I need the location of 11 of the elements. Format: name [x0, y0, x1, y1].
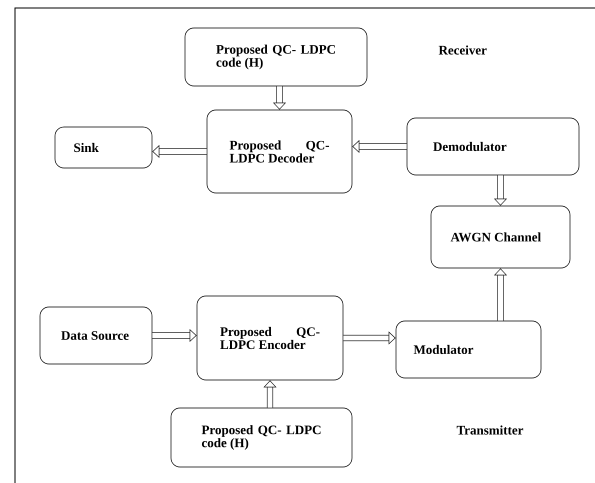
process-box: Proposed QC-LDPC Encoder — [196, 296, 344, 380]
process-box: Proposed QC-LDPC Decoder — [206, 110, 352, 194]
process-box: AWGN Channel — [430, 206, 570, 268]
section-label: Receiver — [438, 45, 487, 55]
process-box: Modulator — [396, 320, 542, 378]
process-box: Data Source — [40, 306, 152, 364]
process-box: Demodulator — [406, 118, 580, 176]
process-box: Proposed QC- LDPC code (H) — [170, 408, 352, 468]
process-box: Sink — [54, 126, 152, 168]
section-label: Transmitter — [456, 425, 524, 435]
process-box: Proposed QC- LDPC code (H) — [184, 28, 368, 86]
